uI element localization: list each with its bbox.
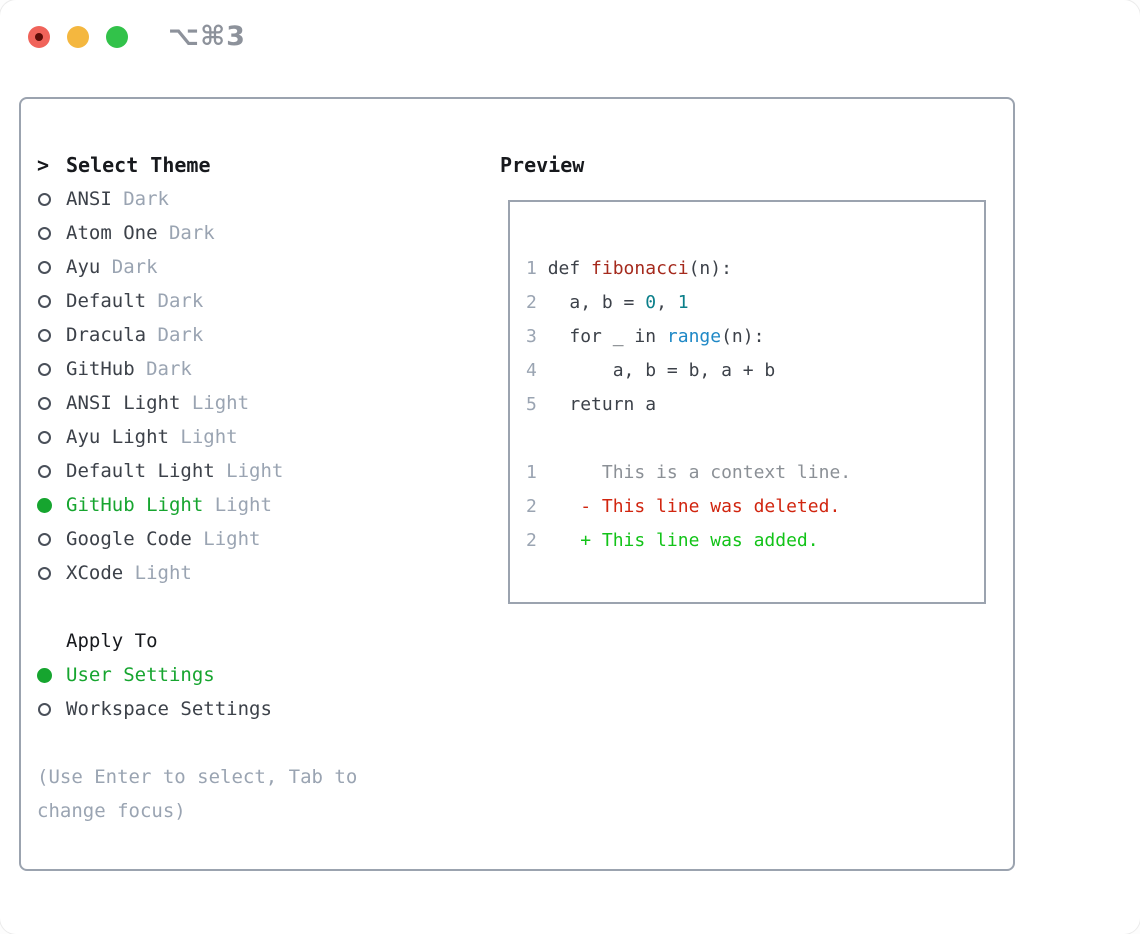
- theme-option-ayu-light[interactable]: Ayu Light Light: [37, 420, 283, 454]
- close-button[interactable]: [28, 26, 50, 48]
- option-label: Google Code: [66, 528, 192, 550]
- radio-selected-icon[interactable]: [37, 497, 52, 513]
- code-line: [526, 422, 984, 456]
- option-variant: Dark: [111, 188, 169, 210]
- radio-icon[interactable]: [38, 328, 51, 342]
- option-label: Default Light: [66, 460, 215, 482]
- theme-option-default[interactable]: Default Dark: [37, 284, 283, 318]
- option-variant: Dark: [146, 290, 204, 312]
- code-line: 2 - This line was deleted.: [526, 496, 841, 517]
- theme-option-xcode[interactable]: XCode Light: [37, 556, 283, 590]
- radio-icon[interactable]: [38, 362, 51, 376]
- option-variant: Light: [191, 528, 261, 550]
- unsaved-changes-dot-icon: [35, 33, 43, 41]
- radio-icon[interactable]: [38, 430, 51, 444]
- radio-icon[interactable]: [38, 192, 51, 206]
- radio-icon[interactable]: [38, 294, 51, 308]
- code-line: 5 return a: [526, 394, 657, 415]
- preview-box: 1 def fibonacci(n): 2 a, b = 0, 1 3 for _ …: [508, 200, 986, 604]
- option-label: Atom One: [66, 222, 158, 244]
- option-variant: Light: [168, 426, 238, 448]
- code-line: 1 def fibonacci(n):: [526, 258, 732, 279]
- apply-option-workspace-settings[interactable]: Workspace Settings: [37, 692, 272, 726]
- theme-option-ayu[interactable]: Ayu Dark: [37, 250, 283, 284]
- theme-option-atom-one[interactable]: Atom One Dark: [37, 216, 283, 250]
- zoom-button[interactable]: [106, 26, 128, 48]
- radio-icon[interactable]: [38, 464, 51, 478]
- theme-option-ansi-light[interactable]: ANSI Light Light: [37, 386, 283, 420]
- code-line: 4 a, b = b, a + b: [526, 360, 776, 381]
- option-variant: Light: [203, 494, 272, 516]
- radio-icon[interactable]: [38, 396, 51, 410]
- theme-option-dracula[interactable]: Dracula Dark: [37, 318, 283, 352]
- option-variant: Dark: [134, 358, 192, 380]
- theme-option-ansi[interactable]: ANSI Dark: [37, 182, 283, 216]
- select-theme-title: Select Theme: [66, 153, 211, 177]
- option-variant: Dark: [157, 222, 215, 244]
- hint-text: (Use Enter to select, Tab to change focu…: [37, 766, 358, 822]
- theme-option-github-light[interactable]: GitHub Light Light: [37, 488, 283, 522]
- option-label: Dracula: [66, 324, 147, 346]
- option-variant: Light: [180, 392, 250, 414]
- code-line: 2 + This line was added.: [526, 530, 819, 551]
- option-variant: Light: [123, 562, 192, 584]
- main-panel: [19, 97, 1015, 871]
- option-label: ANSI: [66, 188, 112, 210]
- option-label: GitHub Light: [66, 494, 204, 516]
- option-label: ANSI Light: [66, 392, 181, 414]
- option-label: Workspace Settings: [66, 698, 272, 720]
- option-label: Ayu Light: [66, 426, 169, 448]
- minimize-button[interactable]: [67, 26, 89, 48]
- option-label: Default: [66, 290, 147, 312]
- apply-to-title: Apply To: [66, 630, 158, 652]
- radio-icon[interactable]: [38, 702, 51, 716]
- radio-icon[interactable]: [38, 532, 51, 546]
- theme-option-default-light[interactable]: Default Light Light: [37, 454, 283, 488]
- option-variant: Dark: [100, 256, 158, 278]
- option-label: User Settings: [66, 664, 215, 686]
- radio-icon[interactable]: [38, 566, 51, 580]
- radio-icon[interactable]: [38, 226, 51, 240]
- option-label: GitHub: [66, 358, 135, 380]
- option-variant: Dark: [146, 324, 204, 346]
- option-label: Ayu: [66, 256, 101, 278]
- select-theme-header: > Select Theme: [37, 148, 211, 182]
- code-line: 1 This is a context line.: [526, 462, 852, 483]
- option-label: XCode: [66, 562, 124, 584]
- radio-selected-icon[interactable]: [37, 667, 52, 683]
- cursor-arrow-icon: >: [37, 153, 50, 177]
- preview-title: Preview: [500, 153, 585, 177]
- code-preview: 1 def fibonacci(n): 2 a, b = 0, 1 3 for _ …: [510, 202, 984, 558]
- theme-option-google-code[interactable]: Google Code Light: [37, 522, 283, 556]
- radio-icon[interactable]: [38, 260, 51, 274]
- apply-option-user-settings[interactable]: User Settings: [37, 658, 272, 692]
- option-variant: Light: [214, 460, 284, 482]
- theme-option-github[interactable]: GitHub Dark: [37, 352, 283, 386]
- code-line: 2 a, b = 0, 1: [526, 292, 689, 313]
- code-line: 3 for _ in range(n):: [526, 326, 765, 347]
- window-title: ⌥⌘3: [168, 21, 246, 52]
